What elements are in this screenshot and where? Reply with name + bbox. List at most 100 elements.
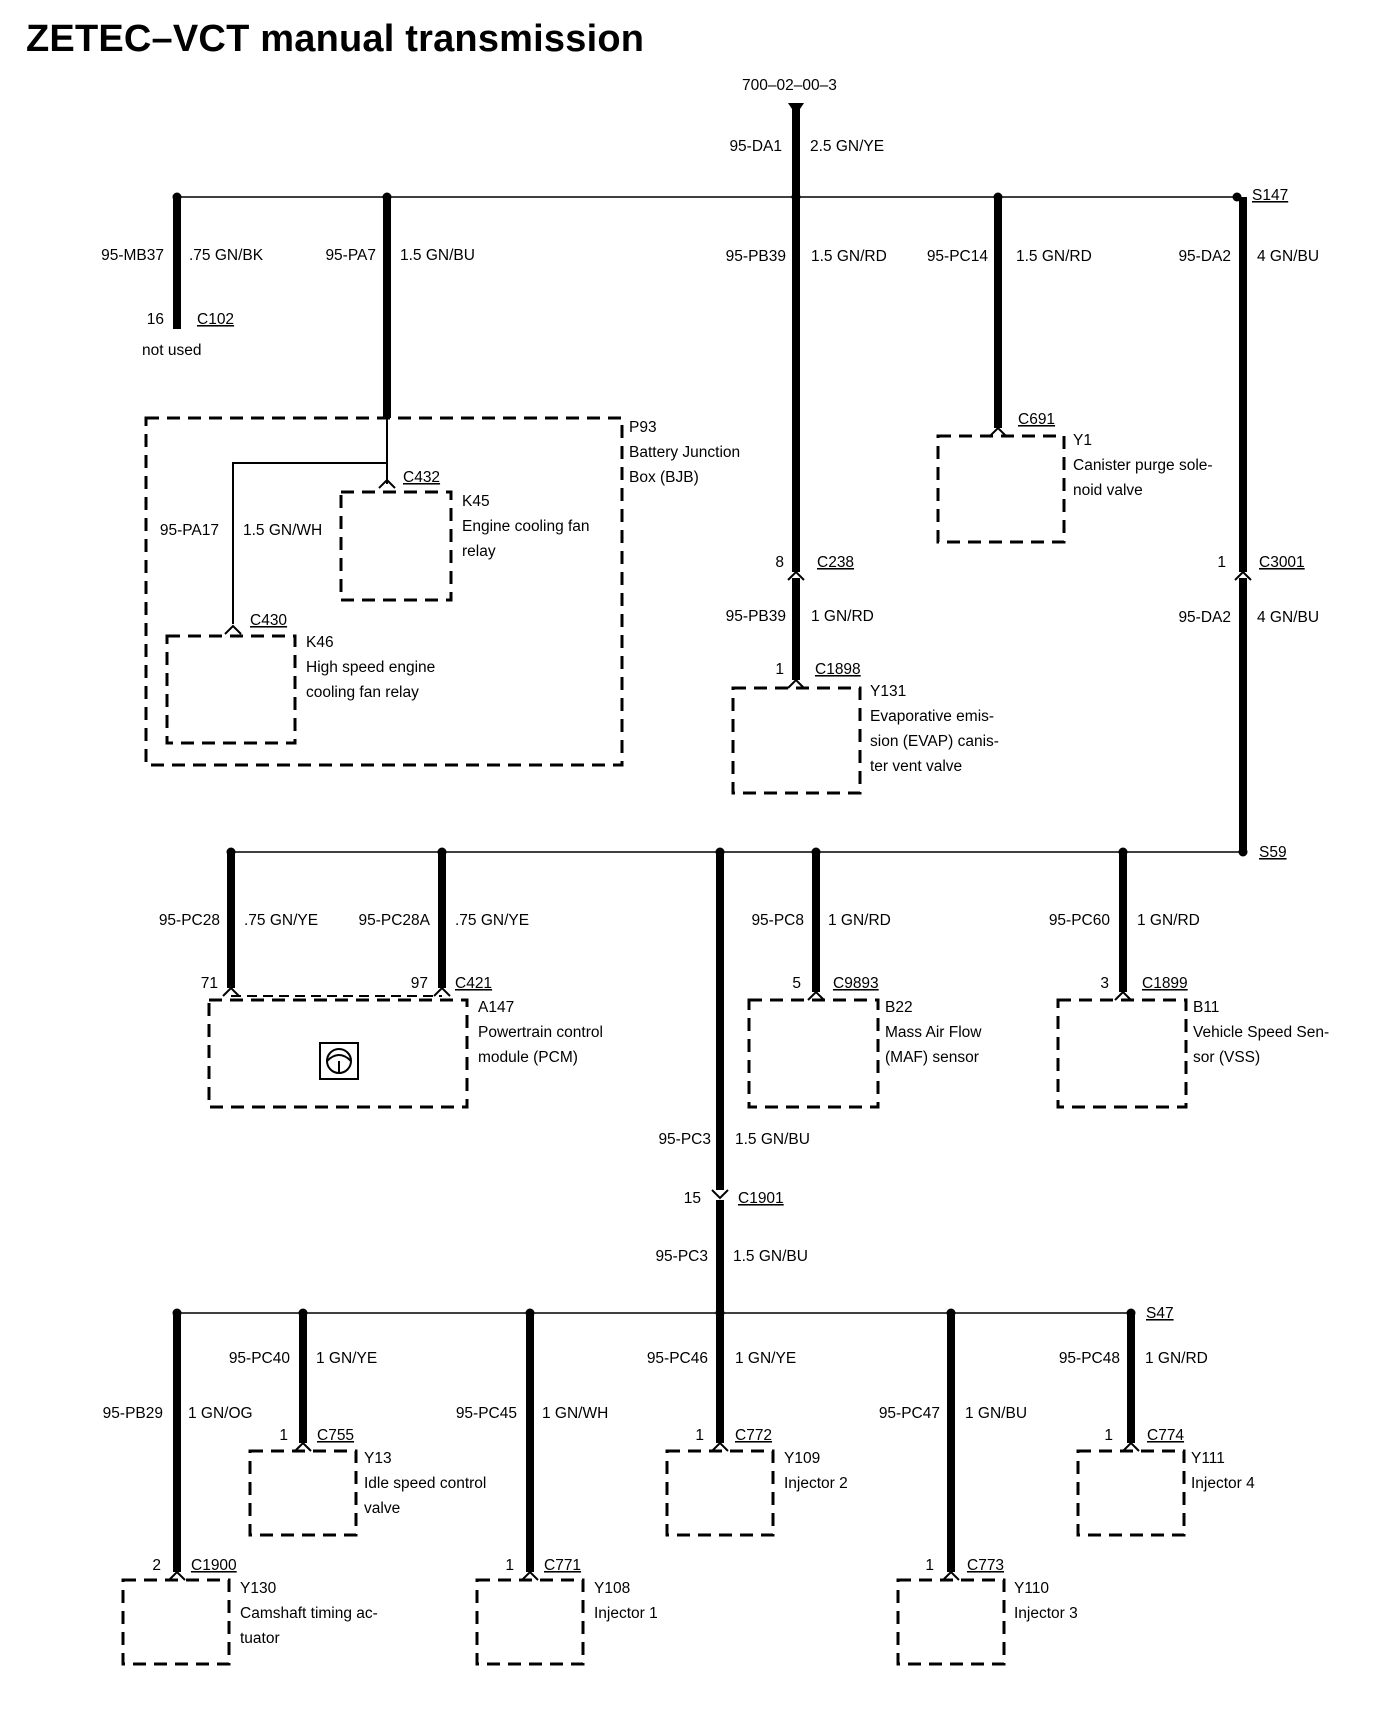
mb37-wire: .75 GN/BK	[189, 247, 264, 264]
c238-connector: C238	[817, 554, 854, 571]
feed-circuit: 95-DA1	[729, 138, 782, 155]
mb37-circuit: 95-MB37	[101, 247, 164, 264]
pc28a-wire: .75 GN/YE	[455, 912, 529, 929]
splice-s47: S47	[1146, 1305, 1174, 1322]
c774-pin: 1	[1104, 1427, 1113, 1444]
k46-relay-box	[165, 634, 297, 745]
pb39-lower-wire: 1 GN/RD	[811, 608, 874, 625]
b22-desc-1: Mass Air Flow	[885, 1024, 982, 1041]
c1898-pin: 1	[775, 661, 784, 678]
c755-connector: C755	[317, 1427, 354, 1444]
c9893-pin: 5	[792, 975, 801, 992]
a147-pcm-box	[207, 998, 469, 1109]
c773-pin: 1	[925, 1557, 934, 1574]
c1899-connector: C1899	[1142, 975, 1188, 992]
pc47-circuit: 95-PC47	[879, 1405, 940, 1422]
c771-pin: 1	[505, 1557, 514, 1574]
y13-desc-2: valve	[364, 1500, 400, 1517]
c238-pin: 8	[775, 554, 784, 571]
y109-desc-1: Injector 2	[784, 1475, 848, 1492]
c432-connector: C432	[403, 469, 440, 486]
pa7-circuit: 95-PA7	[325, 247, 376, 264]
k45-id: K45	[462, 493, 490, 510]
k45-desc-1: Engine cooling fan	[462, 518, 590, 535]
y130-desc-2: tuator	[240, 1630, 280, 1647]
pc45-circuit: 95-PC45	[456, 1405, 517, 1422]
pc48-circuit: 95-PC48	[1059, 1350, 1120, 1367]
pa17-wire: 1.5 GN/WH	[243, 522, 322, 539]
y130-id: Y130	[240, 1580, 277, 1597]
c1899-pin: 3	[1100, 975, 1109, 992]
k46-desc-2: cooling fan relay	[306, 684, 419, 701]
y108-id: Y108	[594, 1580, 630, 1597]
y108-desc-1: Injector 1	[594, 1605, 658, 1622]
c1901-connector: C1901	[738, 1190, 784, 1207]
y110-box	[896, 1578, 1006, 1666]
y131-desc-3: ter vent valve	[870, 758, 962, 775]
b11-desc-1: Vehicle Speed Sen-	[1193, 1024, 1329, 1041]
pc40-wire: 1 GN/YE	[316, 1350, 377, 1367]
pa7-wire: 1.5 GN/BU	[400, 247, 475, 264]
feed-wire: 2.5 GN/YE	[810, 138, 884, 155]
y131-desc-1: Evaporative emis-	[870, 708, 994, 725]
c1900-connector: C1900	[191, 1557, 237, 1574]
y108-box	[475, 1578, 585, 1666]
a147-desc-1: Powertrain control	[478, 1024, 603, 1041]
pc28a-circuit: 95-PC28A	[358, 912, 430, 929]
c430-connector: C430	[250, 612, 287, 629]
c772-pin: 1	[695, 1427, 704, 1444]
pb39-lower-circuit: 95-PB39	[726, 608, 786, 625]
pc28-pin: 71	[201, 975, 218, 992]
bjb-id: P93	[629, 419, 657, 436]
b11-vss-box	[1056, 998, 1188, 1109]
source-reference: 700–02–00–3	[742, 77, 837, 94]
c1901-pin: 15	[684, 1190, 701, 1207]
da2-lower-wire: 4 GN/BU	[1257, 609, 1319, 626]
pc46-circuit: 95-PC46	[647, 1350, 708, 1367]
c755-pin: 1	[279, 1427, 288, 1444]
da2-lower-circuit: 95-DA2	[1178, 609, 1231, 626]
pc14-circuit: 95-PC14	[927, 248, 989, 265]
y110-desc-1: Injector 3	[1014, 1605, 1078, 1622]
a147-id: A147	[478, 999, 514, 1016]
c772-connector: C772	[735, 1427, 772, 1444]
pc40-circuit: 95-PC40	[229, 1350, 291, 1367]
pc8-wire: 1 GN/RD	[828, 912, 891, 929]
c3001-connector: C3001	[1259, 554, 1305, 571]
y111-box	[1076, 1449, 1186, 1537]
c9893-connector: C9893	[833, 975, 879, 992]
k46-id: K46	[306, 634, 334, 651]
bjb-box	[144, 416, 624, 767]
splice-s147: S147	[1252, 187, 1288, 204]
pc60-wire: 1 GN/RD	[1137, 912, 1200, 929]
c102-connector: C102	[197, 311, 234, 328]
y1-desc-2: noid valve	[1073, 482, 1143, 499]
y1-id: Y1	[1073, 432, 1092, 449]
c3001-pin: 1	[1217, 554, 1226, 571]
y131-id: Y131	[870, 683, 906, 700]
y1-desc-1: Canister purge sole-	[1073, 457, 1213, 474]
c771-connector: C771	[544, 1557, 581, 1574]
pc46-wire: 1 GN/YE	[735, 1350, 796, 1367]
pb29-wire: 1 GN/OG	[188, 1405, 253, 1422]
y111-desc-1: Injector 4	[1191, 1475, 1255, 1492]
pc47-wire: 1 GN/BU	[965, 1405, 1027, 1422]
c774-connector: C774	[1147, 1427, 1184, 1444]
c1898-connector: C1898	[815, 661, 861, 678]
bjb-name-2: Box (BJB)	[629, 469, 699, 486]
pc28-wire: .75 GN/YE	[244, 912, 318, 929]
pc8-circuit: 95-PC8	[751, 912, 804, 929]
y109-id: Y109	[784, 1450, 820, 1467]
da2-circuit: 95-DA2	[1178, 248, 1231, 265]
pc3-lower-circuit: 95-PC3	[655, 1248, 708, 1265]
pb39-circuit: 95-PB39	[726, 248, 786, 265]
k46-desc-1: High speed engine	[306, 659, 435, 676]
c773-connector: C773	[967, 1557, 1004, 1574]
y13-id: Y13	[364, 1450, 392, 1467]
pc14-wire: 1.5 GN/RD	[1016, 248, 1092, 265]
pc3-lower-wire: 1.5 GN/BU	[733, 1248, 808, 1265]
splice-s59: S59	[1259, 844, 1287, 861]
pc3-upper-circuit: 95-PC3	[658, 1131, 711, 1148]
b22-maf-box	[747, 998, 880, 1109]
a147-desc-2: module (PCM)	[478, 1049, 578, 1066]
